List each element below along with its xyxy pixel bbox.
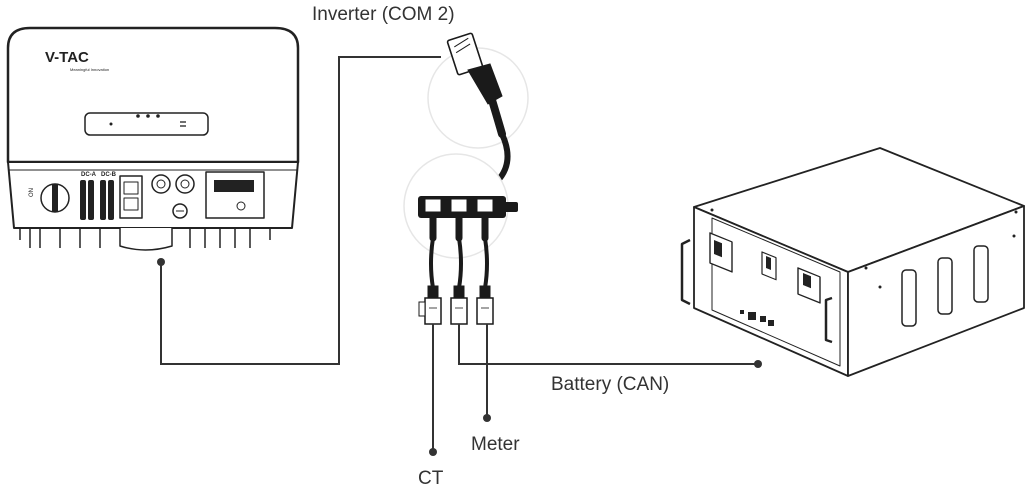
inverter-com2-label: Inverter (COM 2) (312, 4, 455, 25)
ct-plug (424, 297, 442, 325)
grid-terminal (205, 171, 265, 219)
battery-plug (450, 297, 468, 325)
plug-lines (432, 324, 758, 452)
branch-cables (429, 214, 489, 290)
switch-label: ON (29, 188, 35, 197)
inverter-line-endpoint (157, 258, 165, 266)
battery-line-endpoint (754, 360, 762, 368)
battery-unit (680, 147, 1025, 377)
ct-line-endpoint (429, 448, 437, 456)
inverter-unit: V-TAC Meaningful Innovation ON DC-A DC-B (6, 26, 300, 251)
branch-plugs (418, 285, 494, 325)
rj45-splitter (418, 196, 518, 218)
rj45-plug-magnifier (427, 47, 529, 149)
dc-connectors (80, 180, 114, 220)
dc-b-label: DC-B (101, 172, 117, 178)
battery-ports (740, 310, 774, 326)
inverter-display-panel (84, 112, 209, 136)
inverter-brand-logo: V-TAC (45, 49, 89, 66)
inverter-com-line (160, 56, 441, 365)
meter-line-endpoint (483, 414, 491, 422)
splitter-port-1 (424, 198, 442, 213)
ct-label: CT (418, 468, 444, 489)
meter-plug (476, 297, 494, 325)
battery-can-label: Battery (CAN) (551, 374, 670, 395)
inverter-tagline: Meaningful Innovation (70, 67, 109, 72)
meter-label: Meter (471, 434, 520, 455)
splitter-port-2 (450, 198, 468, 213)
splitter-port-3 (476, 198, 494, 213)
heatsink-fins (19, 228, 271, 248)
rj45-plug-icon (446, 32, 506, 138)
dc-a-label: DC-A (81, 172, 97, 178)
